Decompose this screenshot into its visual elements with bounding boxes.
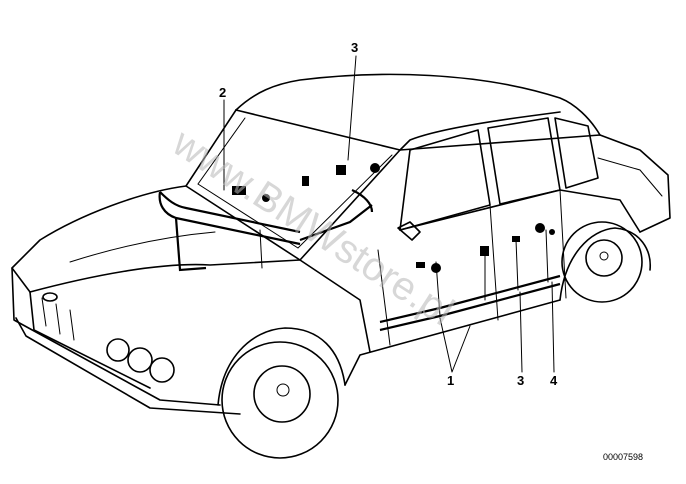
door-speaker-icon: [431, 263, 441, 273]
connector-right-icon: [370, 163, 380, 173]
callout-3-top: 3: [351, 40, 358, 55]
wiring-harness: [158, 189, 561, 332]
rear-speaker-icon: [535, 223, 545, 233]
door-switch-icon: [416, 262, 425, 268]
switch-center-icon: [336, 165, 346, 175]
rear-connector-icon: [549, 229, 555, 235]
callout-4: 4: [550, 373, 558, 388]
watermark-text: www.BMWstore.pl: [164, 120, 461, 334]
car-body: [11, 73, 671, 459]
callout-3-bottom: 3: [517, 373, 524, 388]
leader-lines: [223, 55, 555, 373]
connector-round-icon: [262, 194, 270, 202]
reference-number: 00007598: [603, 452, 643, 462]
switch-top-icon: [302, 176, 309, 186]
callout-2: 2: [219, 85, 226, 100]
door-module-icon: [480, 246, 489, 256]
callout-1: 1: [447, 373, 454, 388]
relay-box-icon: [232, 186, 246, 195]
rear-switch-icon: [512, 236, 520, 242]
wiring-components: [232, 163, 555, 273]
